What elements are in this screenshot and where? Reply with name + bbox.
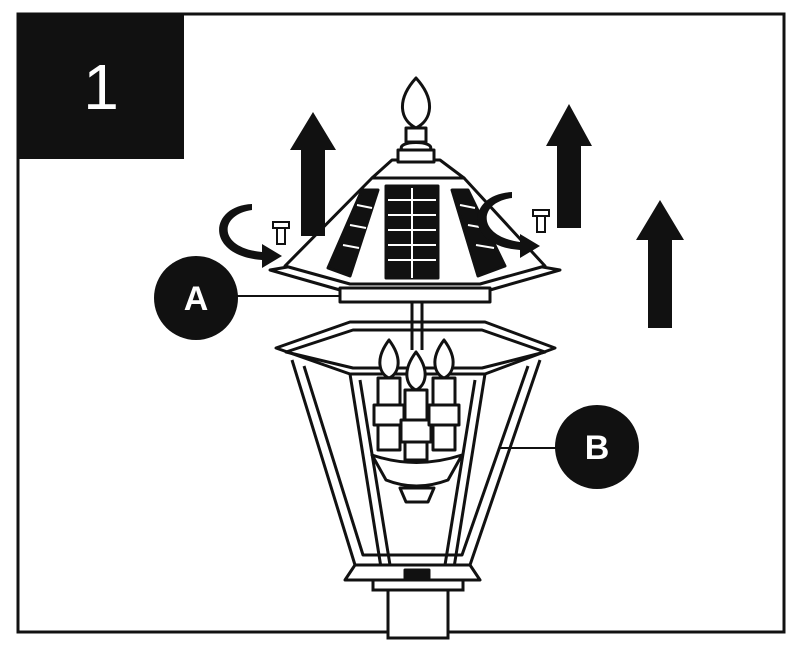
up-arrow-icon [290,112,336,236]
callout-b: B [555,405,639,489]
lamp-post [371,576,465,640]
up-arrow-icon [546,104,592,228]
step-number: 1 [83,50,119,123]
rotate-arrow-icon [477,192,540,258]
screw-icon [532,209,550,233]
callout-a-label: A [184,280,209,318]
rotate-arrow-icon [219,204,282,268]
solar-lid [268,76,562,304]
callout-a: A [154,256,238,340]
callout-b-label: B [585,429,610,467]
up-arrow-icon [636,200,684,328]
step-number-badge: 1 [18,14,184,159]
lantern-body [274,300,557,582]
screw-icon [272,221,290,245]
